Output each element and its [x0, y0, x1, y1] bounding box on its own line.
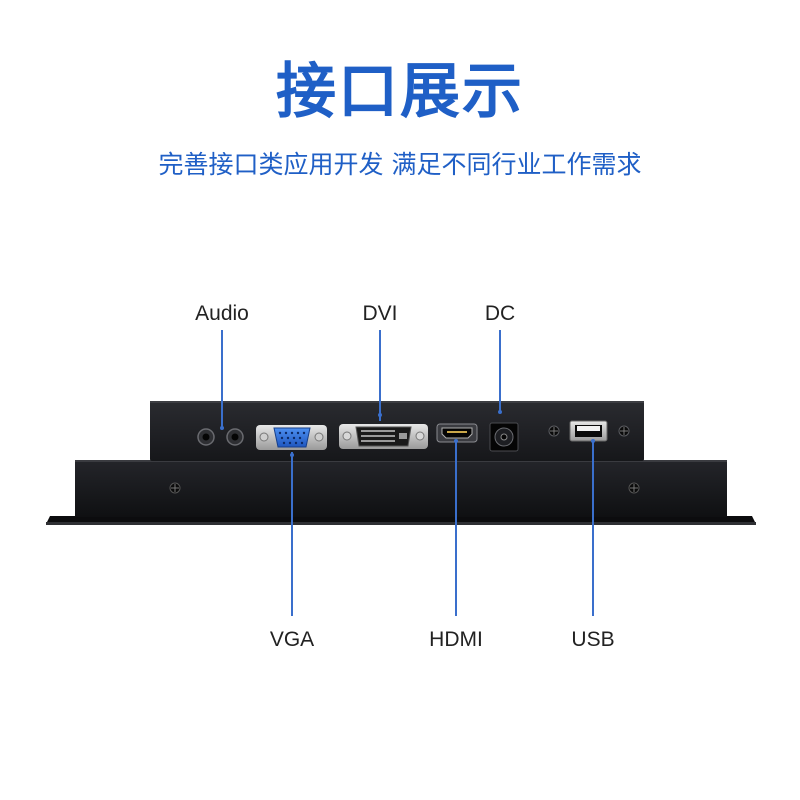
label-dc: DC — [484, 302, 516, 325]
page-title: 接口展示 — [276, 57, 524, 127]
hdmi-port-icon — [436, 423, 478, 443]
page-subtitle: 完善接口类应用开发 满足不同行业工作需求 — [158, 150, 642, 179]
label-vga: VGA — [269, 628, 315, 651]
screw-icon — [548, 425, 560, 437]
vga-port-icon — [256, 425, 327, 450]
screw-icon — [169, 482, 181, 494]
label-dvi: DVI — [362, 302, 398, 325]
leader-line-audio — [221, 330, 223, 428]
label-usb: USB — [571, 628, 615, 651]
dc-jack-icon — [489, 422, 519, 452]
leader-line-usb — [592, 440, 594, 616]
screw-icon — [628, 482, 640, 494]
screw-icon — [618, 425, 630, 437]
label-hdmi: HDMI — [429, 628, 483, 651]
usb-port-icon — [569, 420, 608, 442]
leader-line-hdmi — [455, 440, 457, 616]
audio-jack-icon — [226, 428, 244, 446]
leader-line-vga — [291, 452, 293, 616]
device-base — [75, 460, 727, 517]
leader-line-dc — [499, 330, 501, 413]
leader-line-dvi — [379, 330, 381, 421]
audio-jack-icon — [197, 428, 215, 446]
dvi-port-icon — [339, 424, 428, 449]
label-audio: Audio — [195, 302, 249, 325]
